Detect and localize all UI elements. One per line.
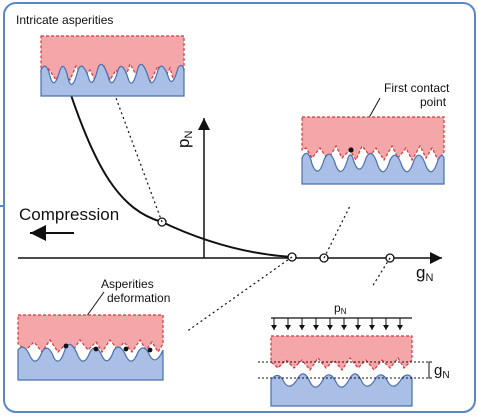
leader-deformation xyxy=(185,256,293,333)
deformation-panel xyxy=(17,314,164,381)
deformation-dot-3 xyxy=(123,346,129,352)
gap-label: gN xyxy=(434,362,450,381)
upper-body xyxy=(301,116,445,162)
first-contact-label: First contact xyxy=(384,81,450,95)
first-contact-panel xyxy=(301,116,445,185)
deformation-dot-1 xyxy=(63,343,69,349)
y-axis-label: pN xyxy=(174,131,195,148)
lower-body xyxy=(270,373,413,407)
upper-body xyxy=(17,314,164,354)
lower-body xyxy=(17,343,164,381)
compression-label: Compression xyxy=(19,205,119,224)
lower-body xyxy=(40,63,185,97)
first-contact-label-line2: point xyxy=(420,95,447,109)
lower-body xyxy=(301,152,445,185)
deformation-dot-2 xyxy=(93,346,99,352)
x-axis-label: gN xyxy=(416,263,433,284)
intricate-asperities-panel xyxy=(40,35,185,97)
leader-top xyxy=(115,97,163,223)
intricate-asperities-label: Intricate asperities xyxy=(16,13,113,27)
upper-body xyxy=(270,335,413,372)
first-contact-dot xyxy=(348,147,354,153)
leader-separated xyxy=(371,257,391,288)
leader-lines xyxy=(115,97,391,333)
pressure-label: pN xyxy=(334,301,347,316)
deformation-label-line1: Asperities xyxy=(101,277,154,291)
deformation-label-line2: deformation xyxy=(107,291,170,305)
deformation-dot-4 xyxy=(147,347,153,353)
gap-bracket xyxy=(428,361,432,379)
diagram-frame xyxy=(3,2,476,413)
pressure-arrows xyxy=(271,318,403,330)
